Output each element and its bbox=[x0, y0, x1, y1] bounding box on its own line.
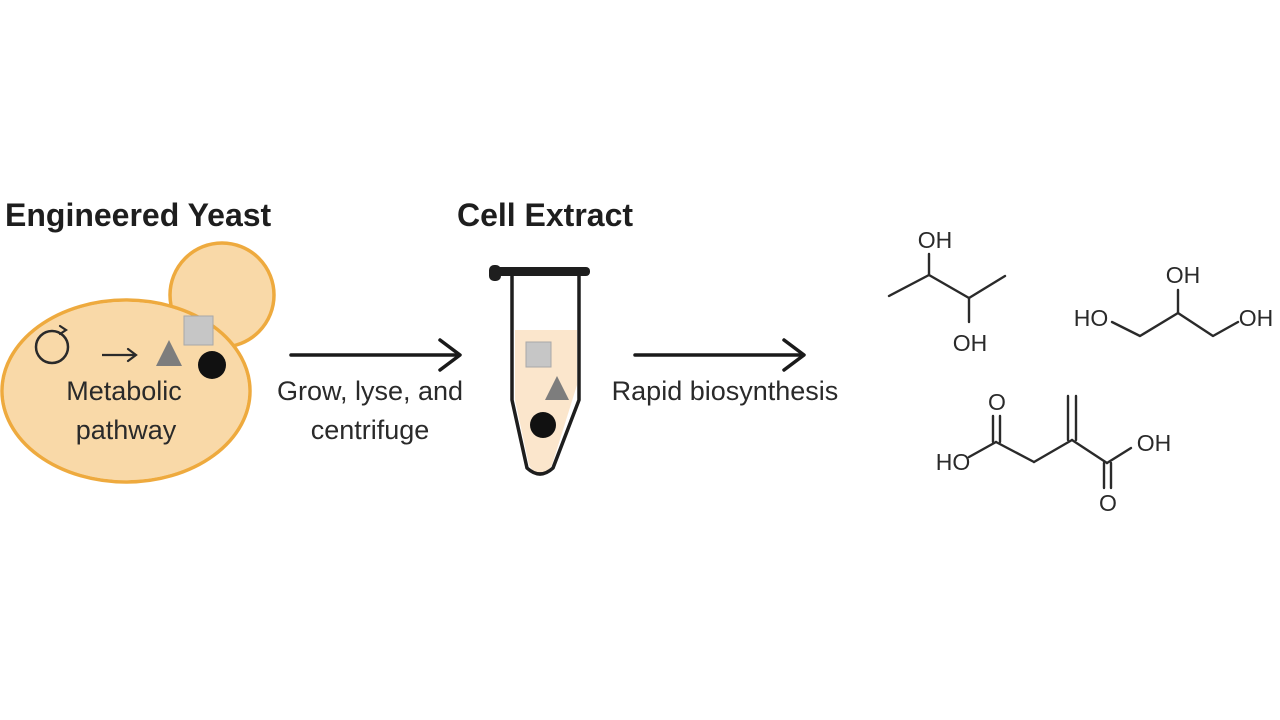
molecule-butanediol: OH OH bbox=[887, 227, 1007, 356]
step2-label: Rapid biosynthesis bbox=[612, 376, 839, 406]
process-arrow-2 bbox=[633, 338, 806, 372]
yeast-label-line1: Metabolic bbox=[66, 376, 182, 406]
process-arrow-1 bbox=[289, 338, 462, 372]
itaconic-o-top: O bbox=[988, 389, 1006, 415]
plasmid-icon bbox=[34, 324, 70, 365]
extract-title: Cell Extract bbox=[457, 197, 633, 233]
glycerol-ho-left: HO bbox=[1074, 305, 1109, 331]
metabolite-square-icon bbox=[183, 315, 214, 346]
itaconic-o-bottom: O bbox=[1099, 490, 1117, 516]
extract-square-icon bbox=[525, 341, 552, 368]
butanediol-oh-top: OH bbox=[918, 227, 953, 253]
glycerol-oh-top: OH bbox=[1166, 262, 1201, 288]
yeast-label-line2: pathway bbox=[76, 415, 177, 445]
butanediol-oh-bottom: OH bbox=[953, 330, 988, 356]
pathway-arrow-icon bbox=[102, 347, 138, 363]
step1-label-line2: centrifuge bbox=[311, 415, 430, 445]
step1-label-line1: Grow, lyse, and bbox=[277, 376, 463, 406]
microcentrifuge-tube bbox=[489, 265, 590, 476]
extract-circle-icon bbox=[530, 412, 556, 438]
metabolite-circle-icon bbox=[198, 351, 226, 379]
molecule-glycerol: OH HO OH bbox=[1074, 262, 1274, 338]
glycerol-oh-right: OH bbox=[1239, 305, 1274, 331]
molecule-itaconic-acid: O HO OH O bbox=[936, 389, 1172, 516]
metabolite-triangle-icon bbox=[156, 340, 182, 366]
itaconic-ho-left: HO bbox=[936, 449, 971, 475]
yeast-cell bbox=[0, 241, 276, 484]
extract-triangle-icon bbox=[545, 376, 569, 400]
yeast-title: Engineered Yeast bbox=[5, 197, 272, 233]
itaconic-oh-right: OH bbox=[1137, 430, 1172, 456]
